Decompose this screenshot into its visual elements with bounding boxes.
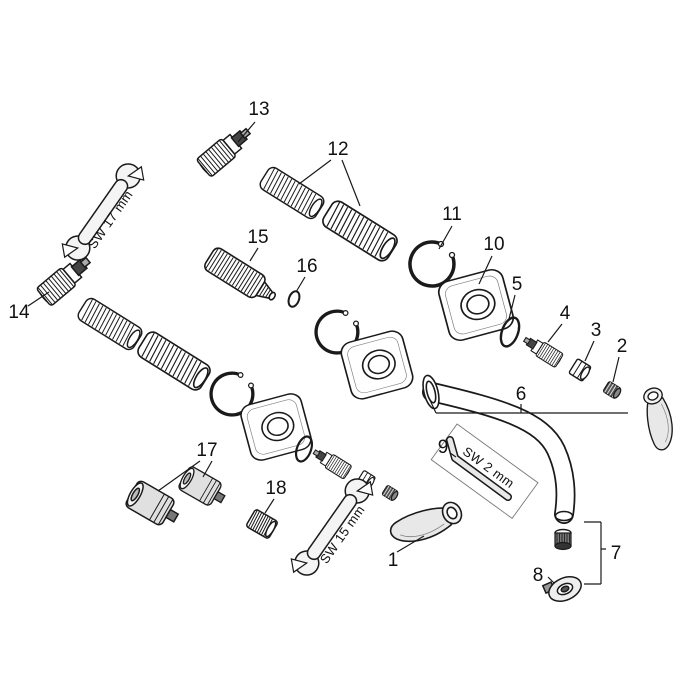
part-17-sleeve-a — [122, 478, 185, 532]
label-3: 3 — [591, 320, 602, 341]
check-valve — [554, 528, 572, 551]
part-16-o-ring — [287, 290, 301, 308]
valve-stem-lower — [309, 444, 353, 480]
label-12: 12 — [327, 139, 348, 160]
grub-screw-lower — [381, 484, 400, 503]
part-12-extension-tube-b — [319, 197, 401, 265]
allen-key — [430, 423, 539, 520]
extension-tube-d — [134, 328, 214, 394]
label-5: 5 — [512, 274, 523, 295]
part-15-threaded-spindle — [201, 245, 283, 310]
allen-key-box — [430, 423, 539, 520]
escutcheon-plate-middle — [338, 327, 416, 403]
label-6: 6 — [516, 384, 527, 405]
label-2: 2 — [617, 336, 628, 357]
label-7: 7 — [611, 543, 622, 564]
bracket-7 — [584, 521, 606, 585]
label-17: 17 — [196, 440, 217, 461]
label-13: 13 — [248, 99, 269, 120]
wrench-sw17 — [56, 154, 150, 270]
part-1-lever-handle — [386, 491, 467, 554]
label-10: 10 — [483, 234, 504, 255]
part-13-cartridge — [195, 121, 257, 179]
label-18: 18 — [265, 478, 286, 499]
part-12-extension-tube-a — [257, 164, 327, 222]
top-lever-handle — [635, 384, 682, 453]
o-ring-lower — [294, 435, 314, 463]
label-14: 14 — [8, 302, 30, 323]
part-4-valve-stem — [520, 332, 565, 369]
label-11: 11 — [442, 204, 462, 225]
part-18-adapter — [244, 508, 280, 540]
label-9: 9 — [438, 437, 449, 458]
label-8: 8 — [533, 565, 544, 586]
spout-outlet — [554, 510, 574, 522]
label-4: 4 — [560, 303, 571, 324]
leader-lines — [27, 121, 620, 584]
part-5-o-ring — [499, 316, 521, 348]
label-15: 15 — [247, 227, 268, 248]
part-11-snap-ring — [408, 239, 457, 288]
bracket-6 — [428, 397, 628, 414]
part-14-cartridge — [35, 250, 97, 308]
part-8-escutcheon-valve — [541, 576, 582, 602]
label-16: 16 — [296, 256, 317, 277]
wrench-sw15 — [285, 469, 379, 585]
extension-tube-c — [75, 295, 145, 353]
part-3-nut — [568, 357, 593, 383]
label-1: 1 — [388, 550, 399, 571]
spout — [422, 374, 576, 524]
part-2-grub-screw — [602, 380, 624, 401]
